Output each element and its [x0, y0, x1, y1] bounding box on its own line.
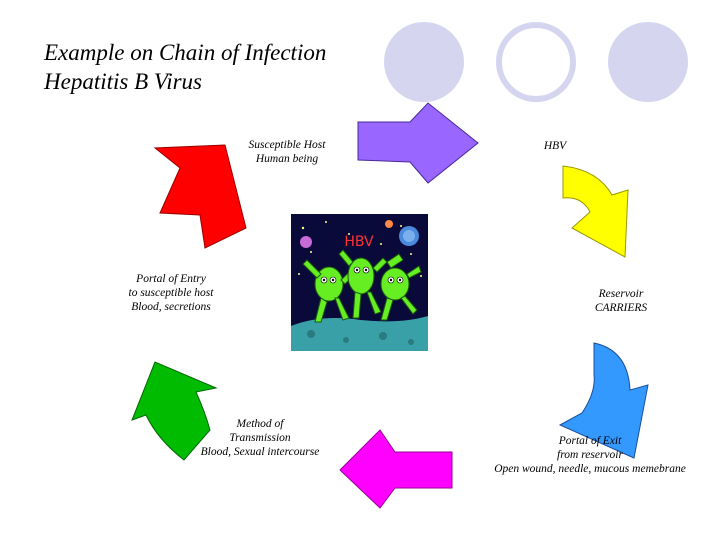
portal-of-entry-line-3: Blood, secretions	[131, 301, 211, 313]
reservoir-line-1: Reservoir	[598, 288, 644, 300]
center-hbv-label: HBV	[344, 234, 374, 250]
portal-of-exit-line-3: Open wound, needle, mucous memebrane	[494, 463, 686, 475]
alien-creatures-illustration: HBV	[291, 214, 428, 351]
decor-circle-2	[496, 22, 576, 102]
blue-arrow-icon	[558, 342, 649, 459]
susceptible-host-line-1: Susceptible Host	[248, 139, 326, 151]
transmission-line-3: Blood, Sexual intercourse	[200, 446, 320, 458]
susceptible-host-line-2: Human being	[255, 153, 319, 165]
portal-of-exit-line-2: from reservoir	[557, 449, 623, 461]
purple-arrow-icon	[357, 102, 479, 184]
title-line-1: Example on Chain of Infection	[44, 40, 327, 65]
portal-of-entry-line-2: to susceptible host	[128, 287, 214, 299]
decor-circle-1	[384, 22, 464, 102]
green-arrow-icon	[131, 361, 218, 461]
ground-icon	[291, 316, 428, 351]
portal-of-exit-label: Portal of Exit from reservoir Open wound…	[470, 434, 710, 476]
slide-title: Example on Chain of Infection Hepatitis …	[44, 38, 326, 96]
stars-icon	[298, 221, 422, 277]
portal-of-exit-line-1: Portal of Exit	[558, 435, 622, 447]
yellow-arrow-icon	[562, 165, 629, 258]
susceptible-host-label: Susceptible Host Human being	[232, 138, 342, 166]
planet-icon	[300, 236, 312, 248]
magenta-arrow-icon	[339, 429, 453, 509]
reservoir-label: Reservoir CARRIERS	[580, 287, 662, 315]
transmission-line-2: Transmission	[229, 432, 291, 444]
decor-circle-3	[608, 22, 688, 102]
transmission-label: Method of Transmission Blood, Sexual int…	[185, 417, 335, 459]
agent-label: HBV	[525, 139, 585, 153]
planet-icon	[385, 220, 393, 228]
red-arrow-icon	[153, 144, 247, 249]
portal-of-entry-label: Portal of Entry to susceptible host Bloo…	[112, 272, 230, 314]
reservoir-line-2: CARRIERS	[594, 302, 648, 314]
agent-line-1: HBV	[543, 140, 567, 152]
title-line-2: Hepatitis B Virus	[44, 69, 203, 94]
transmission-line-1: Method of	[236, 418, 284, 430]
portal-of-entry-line-1: Portal of Entry	[136, 273, 206, 285]
